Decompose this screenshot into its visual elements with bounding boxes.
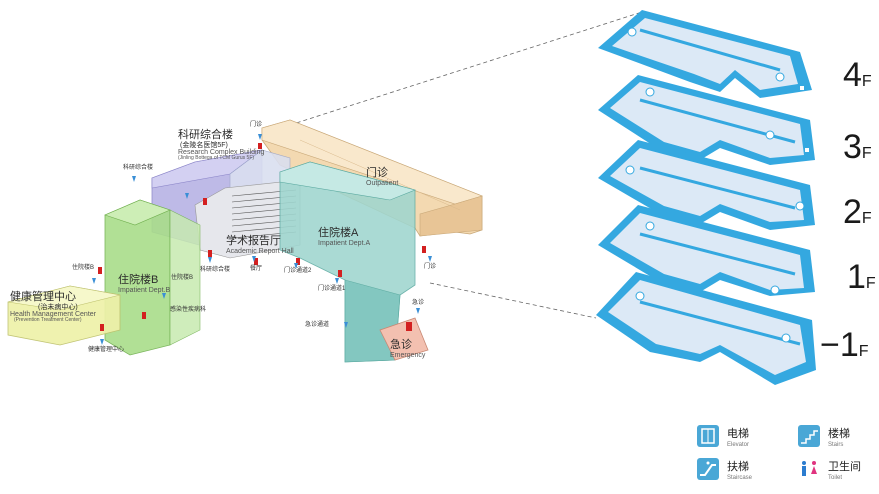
health-en: Health Management Center bbox=[10, 310, 96, 318]
entrance-outpatient-ch2: 门诊通道2 bbox=[284, 268, 312, 274]
research-label: 科研综合楼 (金陵名医馆5F) Research Complex Buildin… bbox=[178, 129, 265, 162]
inpatient-a-building bbox=[279, 161, 416, 363]
entrance-outpatient-ch1: 门诊通道1 bbox=[318, 286, 346, 292]
legend-escalator-en: Staircase bbox=[727, 475, 753, 481]
inpatient-b-label: 住院楼B Impatient Dept.B bbox=[118, 274, 171, 294]
academic-cn: 学术报告厅 bbox=[226, 235, 281, 247]
entrance-research2: 科研综合楼 bbox=[200, 267, 231, 273]
entrance-markers bbox=[98, 143, 426, 331]
entrance-research: 科研综合楼 bbox=[123, 165, 154, 171]
inpatient-a-en: Impatient Dept.A bbox=[318, 239, 371, 247]
emergency-cn: 急诊 bbox=[390, 339, 412, 351]
entrance-inpatient-b: 住院楼B bbox=[171, 275, 194, 281]
outpatient-cn: 门诊 bbox=[366, 167, 388, 179]
legend-escalator-cn: 扶梯 bbox=[727, 461, 749, 473]
health-center-building bbox=[7, 285, 121, 346]
connector-line-top bbox=[289, 11, 643, 126]
entrance-emergency: 急诊 bbox=[412, 300, 425, 306]
entrance-health: 健康管理中心 bbox=[88, 347, 125, 353]
floor-plan-2f bbox=[598, 140, 815, 230]
entrance-arrows bbox=[92, 134, 432, 345]
research-sub: (金陵名医馆5F) bbox=[180, 141, 228, 149]
legend-elevator: 电梯 Elevator bbox=[697, 425, 749, 448]
legend-stairs: 楼梯 Stairs bbox=[798, 425, 850, 448]
stairs-icon bbox=[798, 425, 820, 447]
inpatient-b-cn: 住院楼B bbox=[118, 274, 159, 286]
legend-toilet-cn: 卫生间 bbox=[828, 461, 861, 473]
emergency-building bbox=[379, 317, 429, 361]
legend-elevator-cn: 电梯 bbox=[727, 428, 749, 440]
emergency-en: Emergency bbox=[390, 351, 426, 359]
research-en-sub: (Jinling Bottega of TCM Gurus 5F) bbox=[178, 155, 255, 162]
connector-line-bottom bbox=[429, 282, 597, 319]
health-cn: 健康管理中心 bbox=[10, 291, 76, 303]
entrance-infectious: 感染性疾病科 bbox=[170, 307, 207, 313]
health-label: 健康管理中心 (治未病中心) Health Management Center … bbox=[10, 291, 96, 324]
floor-label-1f: 1F bbox=[847, 258, 876, 296]
legend-escalator: 扶梯 Staircase bbox=[697, 458, 752, 481]
inpatient-a-cn: 住院楼A bbox=[318, 227, 359, 239]
academic-hall bbox=[194, 179, 301, 259]
floor-plan-b1f bbox=[596, 272, 816, 385]
floor-plan-4f bbox=[598, 10, 812, 98]
inpatient-a-label: 住院楼A Impatient Dept.A bbox=[318, 227, 371, 247]
elevator-icon bbox=[697, 425, 719, 447]
floor-label-b1f: −1F bbox=[820, 326, 869, 364]
floor-label-2f: 2F bbox=[843, 193, 872, 231]
outpatient-label: 门诊 Outpatient bbox=[366, 167, 399, 187]
inpatient-b-en: Impatient Dept.B bbox=[118, 286, 171, 294]
floor-plan-1f bbox=[598, 205, 815, 296]
entrance-emergency-ch: 急诊通道 bbox=[305, 322, 330, 328]
escalator-icon bbox=[697, 458, 719, 480]
entrance-hall: 餐厅 bbox=[250, 266, 263, 272]
research-cn: 科研综合楼 bbox=[178, 129, 233, 141]
entrance-outpatient-right: 门诊 bbox=[424, 264, 437, 270]
outpatient-building bbox=[261, 119, 483, 237]
floor-label-3f: 3F bbox=[843, 128, 872, 166]
health-sub: (治未病中心) bbox=[38, 303, 78, 311]
floor-plan-3f bbox=[598, 75, 815, 165]
toilet-icon bbox=[798, 458, 820, 480]
health-en-sub: (Prevention Treatment Center) bbox=[14, 317, 82, 324]
legend-stairs-cn: 楼梯 bbox=[828, 428, 850, 440]
entrance-outpatient-top: 门诊 bbox=[250, 122, 263, 128]
academic-label: 学术报告厅 Academic Report Hall bbox=[226, 235, 294, 255]
floor-plans bbox=[596, 10, 816, 385]
floor-label-4f: 4F bbox=[843, 56, 872, 94]
entrance-inpatient-b-left: 住院楼B bbox=[72, 265, 95, 271]
legend-toilet: 卫生间 Toilet bbox=[798, 458, 861, 481]
academic-en: Academic Report Hall bbox=[226, 247, 294, 255]
legend-stairs-en: Stairs bbox=[828, 442, 844, 448]
legend-toilet-en: Toilet bbox=[828, 475, 843, 481]
research-en: Research Complex Building bbox=[178, 148, 265, 156]
outpatient-en: Outpatient bbox=[366, 179, 399, 187]
legend-elevator-en: Elevator bbox=[727, 442, 750, 448]
inpatient-b-building bbox=[104, 199, 201, 356]
emergency-label: 急诊 Emergency bbox=[390, 339, 426, 359]
